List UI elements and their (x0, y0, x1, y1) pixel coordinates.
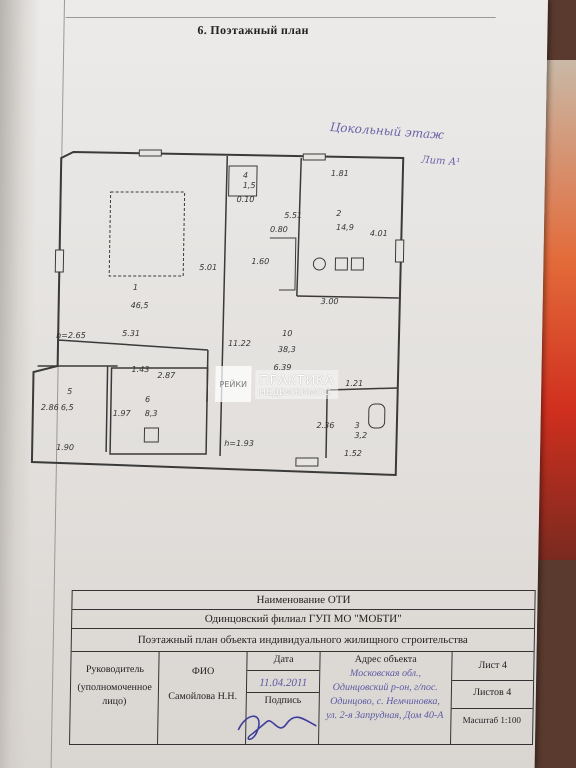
window (295, 457, 319, 467)
window (302, 153, 326, 161)
fixture-icon (143, 427, 160, 443)
height-label: h=1.93 (224, 439, 254, 448)
address-label: Адрес объекта (354, 654, 417, 665)
sheet-number: Лист 4 (478, 660, 508, 671)
sheet-count: Листов 4 (451, 680, 534, 698)
address-value: Московская обл., Одинцовский р-он, г/пос… (326, 668, 444, 721)
room-1-label: 1 (133, 283, 138, 292)
room-3-area: 3,2 (354, 431, 367, 440)
chimney (228, 165, 258, 197)
room-3-label: 3 (354, 421, 359, 430)
watermark-sub: НЕДВИЖИМОС (259, 386, 332, 397)
room-5-area: 6,5 (61, 403, 74, 412)
head-label: Руководитель (85, 664, 145, 675)
scale: Масштаб 1:100 (451, 708, 533, 725)
floor-label: Цокольный этаж (329, 120, 445, 142)
watermark-logo: РЕЙКИ (214, 366, 252, 402)
title-grid: Руководитель (уполномоченное лицо) ФИО С… (70, 652, 534, 744)
watermark-text: ПРАКТИКА НЕДВИЖИМОС (255, 369, 339, 399)
fio-value: Самойлова Н.Н. (168, 691, 238, 702)
outer-walls (30, 150, 405, 477)
signature (238, 715, 318, 741)
watermark: РЕЙКИ ПРАКТИКА НЕДВИЖИМОС (214, 366, 339, 402)
wall (105, 366, 109, 452)
top-rule (65, 17, 496, 18)
toilet-icon (368, 403, 386, 429)
room-10-label: 10 (282, 329, 292, 338)
dim-label: 1.81 (331, 169, 349, 178)
room-5-label: 5 (67, 387, 72, 396)
room-4-label: 4 (243, 171, 248, 180)
room-10-area: 38,3 (278, 345, 296, 354)
section-title: 6. Поэтажный план (197, 23, 309, 37)
date-label: Дата (273, 654, 294, 665)
dim-label: 1.43 (131, 365, 149, 374)
room-6-label: 6 (145, 395, 150, 404)
title-row-1: Наименование ОТИ (72, 591, 535, 610)
room-1-dim: 5.31 (122, 329, 140, 338)
wall (58, 339, 208, 351)
head-cell: Руководитель (уполномоченное лицо) (70, 652, 160, 744)
date-cell: Дата 11.04.2011 Подпись (238, 652, 321, 744)
dim-label: 1.21 (345, 379, 363, 388)
window (394, 239, 405, 263)
document-page: 6. Поэтажный план Цокольный этаж Лит А¹ … (0, 0, 549, 768)
dim-label: 1.52 (344, 449, 362, 458)
room-2-dim: 3.00 (321, 297, 339, 306)
dim-label: 0.80 (270, 225, 288, 234)
dim-label: 0.10 (236, 195, 254, 204)
inner-square (108, 191, 186, 277)
dim-label: 2.87 (157, 371, 176, 380)
fio-label: ФИО (191, 666, 215, 677)
appliance-icon (334, 257, 349, 271)
dim-label: 1.97 (113, 409, 132, 418)
wall (296, 157, 302, 297)
window (54, 249, 65, 273)
room-2-area: 14,9 (336, 223, 354, 232)
window (138, 149, 162, 157)
appliance-icon (312, 257, 326, 271)
dim-label: 5.51 (284, 211, 302, 220)
date-value: 11.04.2011 (247, 670, 320, 689)
room-6-walls (109, 367, 209, 455)
wall (296, 295, 399, 299)
watermark-name: ПРАКТИКА (259, 371, 335, 387)
dim-label: 11.22 (228, 339, 251, 348)
dim-label: 4.01 (370, 229, 388, 238)
appliance-icon (350, 257, 365, 271)
dim-label: 1.60 (251, 257, 269, 266)
room-2-label: 2 (336, 209, 341, 218)
room-4-area: 1,5 (243, 181, 256, 190)
wall (219, 155, 229, 457)
wall (327, 387, 398, 391)
floor-litera: Лит А¹ (420, 154, 461, 169)
dim-label: 5.01 (199, 263, 217, 272)
wall (325, 390, 328, 458)
title-row-3: Поэтажный план объекта индивидуального ж… (71, 629, 535, 652)
floor-plan: 1 46,5 5.31 2 14,9 3.00 3 3,2 4 1,5 5 6,… (30, 149, 405, 477)
dim-label: 2.86 (41, 403, 59, 412)
stairs (269, 237, 297, 291)
title-block: Наименование ОТИ Одинцовский филиал ГУП … (68, 590, 536, 745)
sheet-cell: Лист 4 Листов 4 Масштаб 1:100 (451, 652, 534, 744)
head-sub: (уполномоченное лицо) (77, 682, 152, 707)
dim-label: 6.39 (274, 363, 292, 372)
room-6-area: 8,3 (145, 409, 158, 418)
dim-label: 1.90 (56, 443, 74, 452)
dim-label: 2.36 (316, 421, 334, 430)
sign-label: Подпись (247, 692, 319, 706)
address-cell: Адрес объекта Московская обл., Одинцовск… (318, 652, 453, 744)
room-1-area: 46,5 (131, 301, 149, 310)
height-label: h=2.65 (56, 331, 86, 340)
title-row-2: Одинцовский филиал ГУП МО "МОБТИ" (72, 610, 535, 629)
